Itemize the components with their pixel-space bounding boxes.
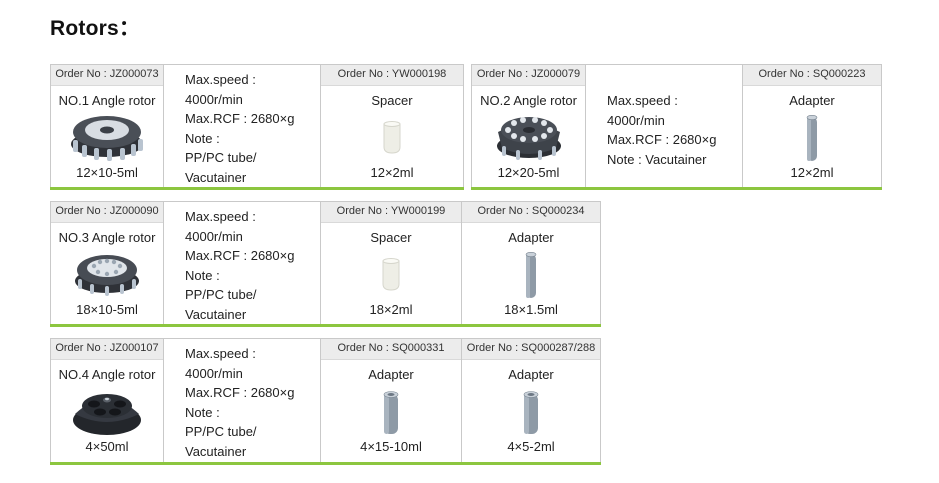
spec-line: 4000r/min	[607, 112, 665, 128]
angle-rotor-image	[75, 255, 139, 296]
accessory-cell: Order No : SQ000234 Adapter 18×1.5ml	[461, 201, 601, 324]
accessory-name: Adapter	[508, 367, 554, 382]
rotor-cell: Order No : JZ000073 NO.1 Angle rotor 12×…	[50, 64, 163, 187]
accessory-name: Spacer	[371, 93, 413, 108]
accessory-capacity: 12×2ml	[370, 165, 414, 180]
spec-line: 4000r/min	[185, 91, 243, 107]
spec-line: PP/PC tube/	[185, 424, 257, 440]
spec-line: Max.speed :	[185, 209, 256, 224]
adapter-image	[525, 251, 537, 298]
spec-line: Vacutainer	[185, 306, 247, 322]
adapter-image	[523, 391, 539, 434]
spacer-image	[382, 258, 400, 291]
spec-line: Max.RCF : 2680×g	[185, 248, 295, 264]
rotor-group-1: Order No : JZ000073 NO.1 Angle rotor 12×…	[50, 64, 464, 190]
rotor-name: NO.3 Angle rotor	[58, 230, 156, 245]
order-number: Order No : SQ000223	[743, 64, 881, 86]
spec-cell: Max.speed : 4000r/min Max.RCF : 2680×g N…	[163, 338, 320, 462]
accessory-cell: Order No : SQ000287/288 Adapter 4×5-2ml	[461, 338, 601, 462]
adapter-image	[806, 114, 818, 161]
rotor-name: NO.1 Angle rotor	[58, 93, 156, 108]
accessory-capacity: 12×2ml	[790, 165, 834, 180]
angle-rotor-image	[73, 394, 141, 435]
order-number: Order No : JZ000090	[51, 201, 163, 223]
accessory-capacity: 4×15-10ml	[360, 439, 422, 454]
rotor-group-3: Order No : JZ000090 NO.3 Angle rotor 18×…	[50, 201, 601, 327]
spec-line: PP/PC tube/	[185, 150, 257, 166]
accessory-cell: Order No : YW000199 Spacer 18×2ml	[320, 201, 461, 324]
angle-rotor-image	[71, 116, 143, 161]
spec-line: 4000r/min	[185, 365, 243, 381]
spec-cell: Max.speed : 4000r/min Max.RCF : 2680×g N…	[585, 64, 742, 187]
accessory-cell: Order No : YW000198 Spacer 12×2ml	[320, 64, 464, 187]
spec-text: Max.speed : 4000r/min Max.RCF : 2680×g N…	[185, 207, 294, 325]
order-number: Order No : YW000199	[321, 201, 461, 223]
order-number: Order No : SQ000331	[321, 338, 461, 360]
rotor-capacity: 4×50ml	[85, 439, 129, 454]
accessory-name: Spacer	[370, 230, 412, 245]
accessory-capacity: 4×5-2ml	[507, 439, 555, 454]
rotor-capacity: 18×10-5ml	[76, 302, 138, 317]
order-number: Order No : JZ000107	[51, 338, 163, 360]
rotor-name: NO.2 Angle rotor	[480, 93, 577, 108]
spec-text: Max.speed : 4000r/min Max.RCF : 2680×g N…	[185, 70, 294, 188]
spec-line: PP/PC tube/	[185, 287, 257, 303]
rotor-group-2: Order No : JZ000079 NO.2 Angle rotor 12×…	[471, 64, 882, 190]
spec-line: Max.speed :	[185, 346, 256, 361]
spec-line: Vacutainer	[185, 169, 247, 185]
rotor-name: NO.4 Angle rotor	[58, 367, 156, 382]
spec-line: 4000r/min	[185, 228, 243, 244]
rotor-cell: Order No : JZ000079 NO.2 Angle rotor 12×…	[471, 64, 585, 187]
spec-cell: Max.speed : 4000r/min Max.RCF : 2680×g N…	[163, 64, 320, 187]
spec-text: Max.speed : 4000r/min Max.RCF : 2680×g N…	[607, 91, 716, 169]
accessory-cell: Order No : SQ000331 Adapter 4×15-10ml	[320, 338, 461, 462]
spec-line: Max.speed :	[607, 93, 678, 108]
rotor-group-4: Order No : JZ000107 NO.4 Angle rotor 4×5…	[50, 338, 601, 465]
spec-line: Note :	[185, 130, 220, 146]
spec-line: Note :	[185, 267, 220, 283]
spec-line: Vacutainer	[185, 443, 247, 459]
spec-line: Max.RCF : 2680×g	[185, 385, 295, 401]
spacer-image	[383, 121, 401, 154]
order-number: Order No : JZ000079	[472, 64, 585, 86]
order-number: Order No : YW000198	[321, 64, 463, 86]
spec-line: Max.RCF : 2680×g	[607, 132, 717, 148]
angle-rotor-image	[496, 117, 561, 160]
order-number: Order No : SQ000234	[462, 201, 600, 223]
rotor-cell: Order No : JZ000107 NO.4 Angle rotor 4×5…	[50, 338, 163, 462]
spec-line: Max.RCF : 2680×g	[185, 111, 295, 127]
spec-line: Note : Vacutainer	[607, 151, 707, 167]
rotor-capacity: 12×20-5ml	[497, 165, 560, 180]
page-title: Rotors：	[50, 17, 141, 40]
order-number: Order No : SQ000287/288	[462, 338, 600, 360]
spec-line: Max.speed :	[185, 72, 256, 87]
accessory-capacity: 18×2ml	[369, 302, 413, 317]
rotor-cell: Order No : JZ000090 NO.3 Angle rotor 18×…	[50, 201, 163, 324]
accessory-capacity: 18×1.5ml	[504, 302, 558, 317]
accessory-name: Adapter	[368, 367, 414, 382]
order-number: Order No : JZ000073	[51, 64, 163, 86]
spec-cell: Max.speed : 4000r/min Max.RCF : 2680×g N…	[163, 201, 320, 324]
accessory-name: Adapter	[508, 230, 554, 245]
accessory-cell: Order No : SQ000223 Adapter 12×2ml	[742, 64, 882, 187]
adapter-image	[383, 391, 399, 434]
accessory-name: Adapter	[789, 93, 835, 108]
spec-text: Max.speed : 4000r/min Max.RCF : 2680×g N…	[185, 344, 294, 462]
rotor-capacity: 12×10-5ml	[76, 165, 138, 180]
spec-line: Note :	[185, 404, 220, 420]
